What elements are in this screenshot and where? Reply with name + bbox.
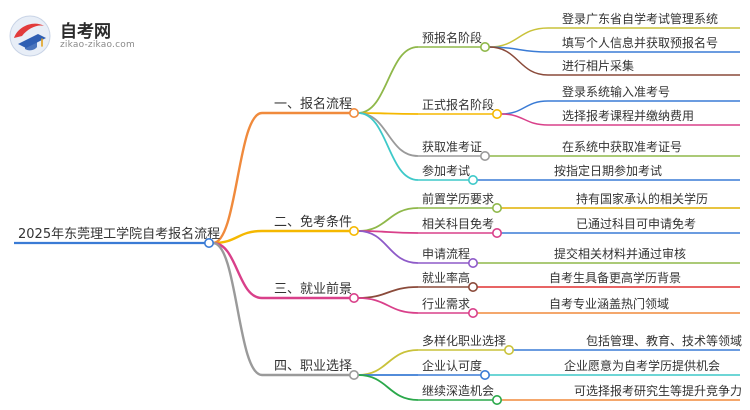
topic-to-detail-connector [500,113,549,126]
topic-node-dot [491,203,502,214]
branch-label: 二、免考条件 [274,214,352,230]
site-logo[interactable]: 自考网 zikao-zikao.com [8,14,158,58]
detail-label: 选择报考课程并缴纳费用 [562,108,694,123]
topic-label: 行业需求 [422,297,470,311]
detail-label: 在系统中获取准考证号 [562,139,682,154]
detail-label: 自考生具备更高学历背景 [549,270,681,285]
root-to-branch-connector [212,241,263,300]
topic-label: 申请流程 [422,246,470,261]
branch-label: 四、职业选择 [274,359,352,374]
topic-label: 相关科目免考 [422,216,494,231]
branch-label: 一、报名流程 [274,96,352,112]
topic-label: 前置学历要求 [422,191,494,206]
topic-node-dot [503,344,514,355]
detail-label: 包括管理、教育、技术等领域 [586,333,742,348]
detail-label: 企业愿意为自考学历提供机会 [564,358,720,373]
detail-label: 提交相关材料并通过审核 [554,246,686,261]
topic-node-dot [467,307,478,318]
topic-to-detail-connector [488,46,549,76]
topic-label: 继续深造机会 [422,384,494,398]
detail-label: 登录系统输入准考号 [562,84,670,99]
branch-to-topic-connector [357,46,419,114]
detail-label: 进行相片采集 [562,58,634,73]
branch-to-topic-connector [357,349,419,376]
detail-label: 填写个人信息并获取预报名号 [562,35,718,50]
topic-node-dot [479,151,490,162]
topic-label: 获取准考证 [422,140,482,154]
topic-node-dot [479,41,490,52]
branch-node-dot [348,226,359,237]
topic-node-dot [479,369,490,380]
root-label: 2025年东莞理工学院自考报名流程 [18,226,220,242]
topic-node-dot [467,281,478,292]
topic-node-dot [491,394,502,405]
topic-node-dot [491,228,502,239]
branch-node-dot [348,292,359,303]
branch-label: 三、就业前景 [274,281,352,297]
branch-to-topic-connector [357,297,419,314]
topic-label: 正式报名阶段 [422,97,494,112]
branch-to-topic-connector [357,112,419,157]
detail-label: 登录广东省自学考试管理系统 [562,11,718,26]
root-to-branch-connector [212,229,263,245]
branch-to-topic-connector [357,207,419,232]
topic-label: 企业认可度 [422,358,482,373]
graduation-cap-logo-icon [9,15,51,57]
topic-node-dot [491,109,502,120]
root-node-dot [204,238,215,249]
branch-node-dot [348,108,359,119]
detail-label: 按指定日期参加考试 [554,163,662,178]
root-to-branch-connector [212,111,263,245]
topic-to-detail-connector [488,27,549,48]
detail-label: 自考专业涵盖热门领域 [549,296,669,311]
topic-node-dot [467,257,478,268]
topic-label: 多样化职业选择 [422,333,506,348]
logo-domain: zikao-zikao.com [60,40,135,50]
topic-label: 参加考试 [422,163,470,178]
topic-label: 就业率高 [422,270,470,285]
branch-node-dot [348,369,359,380]
branch-to-topic-connector [357,286,419,299]
topic-to-detail-connector [500,100,549,115]
detail-label: 持有国家承认的相关学历 [576,191,708,206]
logo-name: 自考网 [60,22,111,42]
branch-to-topic-connector [357,230,419,264]
branch-to-topic-connector [357,112,419,181]
detail-label: 可选择报考研究生等提升竞争力 [574,383,742,398]
topic-label: 预报名阶段 [422,30,482,45]
branch-to-topic-connector [357,374,419,401]
topic-node-dot [467,175,478,186]
detail-label: 已通过科目可申请免考 [576,216,696,231]
root-to-branch-connector [212,241,263,377]
